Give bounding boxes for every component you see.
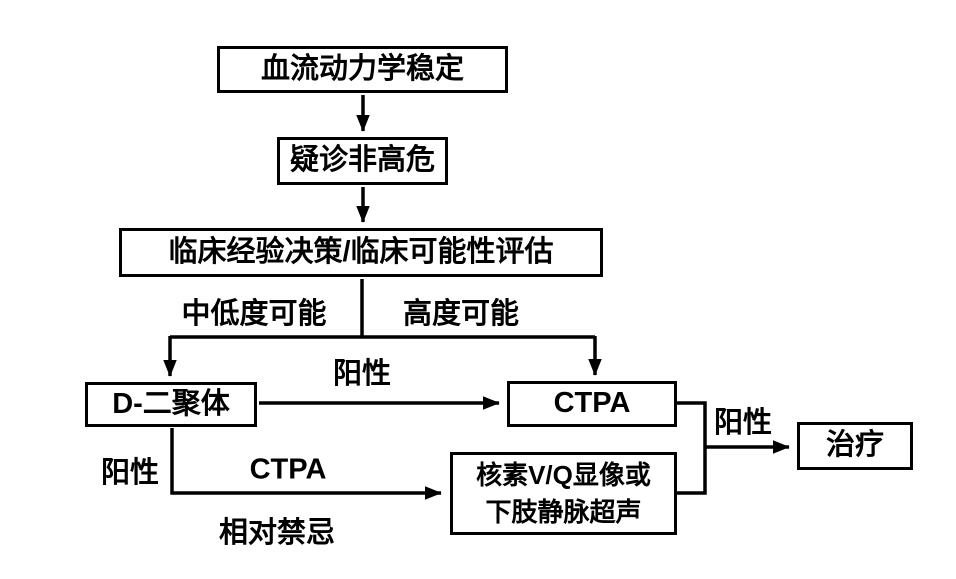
edge-join-bracket	[677, 401, 707, 495]
node-suspected-non-high-risk: 疑诊非高危	[277, 137, 448, 185]
label-low-intermediate-probability: 中低度可能	[181, 298, 327, 330]
label-ctpa-on-elbow: CTPA	[249, 453, 327, 486]
label-positive-to-treatment: 阳性	[713, 407, 773, 439]
node-hemodynamically-stable: 血流动力学稳定	[217, 46, 508, 93]
edge-assess-branch-bar	[170, 279, 595, 339]
edge-ddimer-to-vq	[170, 428, 442, 500]
label-positive-ddimer-down: 阳性	[100, 457, 160, 489]
node-vq-scan-or-leg-ultrasound: 核素V/Q显像或 下肢静脉超声	[450, 452, 677, 535]
label-relative-contraindication: 相对禁忌	[218, 517, 336, 549]
node-clinical-probability-assessment: 临床经验决策/临床可能性评估	[119, 228, 603, 277]
node-d-dimer: D-二聚体	[85, 382, 257, 427]
node-treatment: 治疗	[797, 422, 913, 470]
label-positive-ddimer-to-ctpa: 阳性	[332, 358, 392, 390]
node-ctpa: CTPA	[507, 381, 677, 427]
label-high-probability: 高度可能	[402, 298, 520, 330]
